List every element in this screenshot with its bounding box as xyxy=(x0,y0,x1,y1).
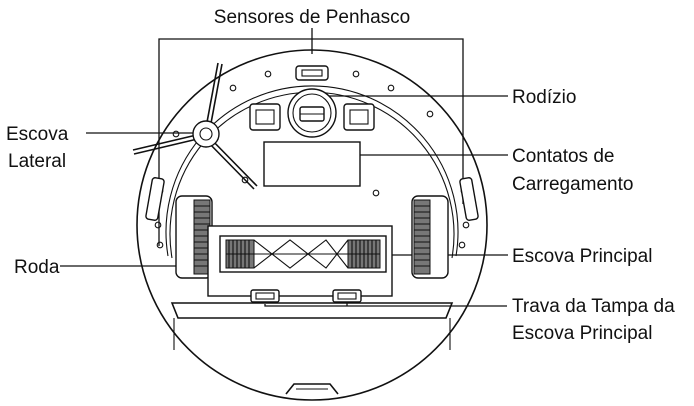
cliff-sensor-left xyxy=(145,177,165,221)
wheel-left xyxy=(175,195,213,279)
label-side-brush-1: Escova xyxy=(6,124,69,145)
latch-left xyxy=(250,289,280,303)
main-brush xyxy=(207,225,393,297)
charging-contact-left xyxy=(249,103,281,131)
label-main-brush: Escova Principal xyxy=(512,246,652,267)
label-wheel: Roda xyxy=(14,257,60,278)
charging-contact-right xyxy=(343,103,375,131)
label-cliff-sensors: Sensores de Penhasco xyxy=(214,7,410,28)
latch-leader xyxy=(264,304,507,307)
wheel-right xyxy=(411,195,449,279)
latch-right xyxy=(332,289,362,303)
label-plate xyxy=(263,141,361,187)
side-brush xyxy=(132,62,258,190)
label-side-brush-2: Lateral xyxy=(8,151,66,172)
dustbin-edge xyxy=(170,302,454,319)
cliff-sensor-bracket xyxy=(158,38,464,246)
inner-rim xyxy=(165,85,459,257)
label-charging-contacts-2: Carregamento xyxy=(512,174,633,195)
cliff-sensor-top xyxy=(295,65,329,81)
cliff-sensor-right xyxy=(459,177,479,221)
outer-shell xyxy=(136,49,488,401)
dustbin-handle xyxy=(285,383,339,395)
label-latch-1: Trava da Tampa da xyxy=(512,296,675,317)
label-caster: Rodízio xyxy=(512,87,576,108)
robot-body xyxy=(132,49,488,401)
label-charging-contacts-1: Contatos de xyxy=(512,146,614,167)
label-latch-2: Escova Principal xyxy=(512,323,652,344)
